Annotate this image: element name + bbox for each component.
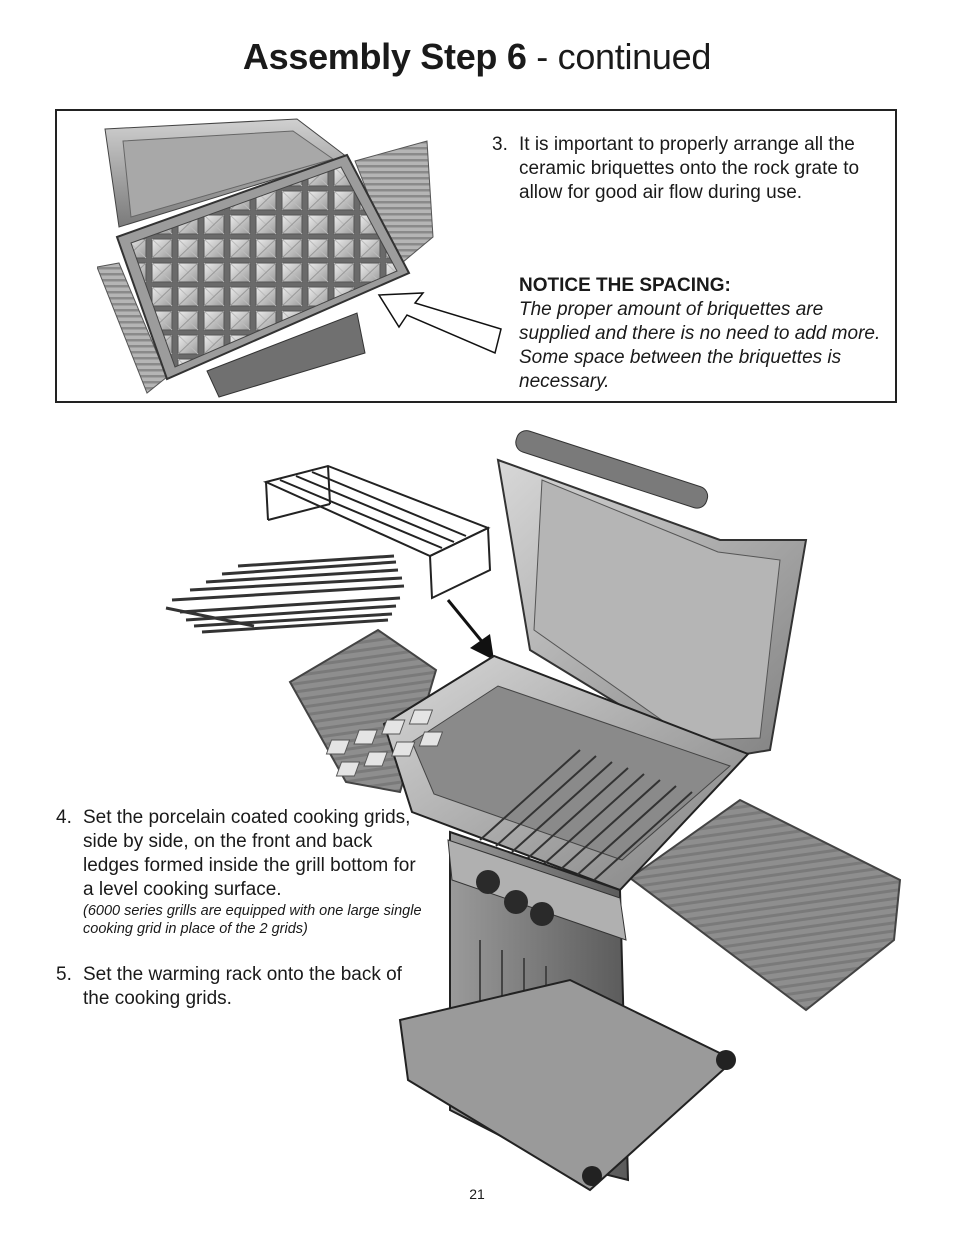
step3-number: 3. (492, 134, 508, 155)
step3-box: 3. It is important to properly arrange a… (55, 109, 897, 403)
page-title-rest: - continued (536, 36, 712, 77)
step3-instruction: It is important to properly arrange all … (519, 134, 860, 203)
notice-heading: NOTICE THE SPACING: (519, 275, 731, 296)
page-number: 21 (469, 1186, 485, 1202)
step5-instruction: Set the warming rack onto the back of th… (83, 964, 402, 1009)
page-title: Assembly Step 6 - continued (0, 36, 954, 78)
down-arrow-icon (446, 599, 494, 660)
step4: 4. Set the porcelain coated cooking grid… (56, 806, 426, 938)
grill-assembly-illustration (165, 430, 902, 1192)
steps-4-5: 4. Set the porcelain coated cooking grid… (56, 806, 426, 1011)
cooking-grid (165, 554, 405, 634)
notice-text: The proper amount of briquettes are supp… (519, 299, 881, 392)
page-title-bold: Assembly Step 6 (242, 36, 527, 77)
step3-text: 3. It is important to properly arrange a… (492, 133, 882, 205)
briquette-grate-illustration (97, 118, 502, 398)
step4-instruction: Set the porcelain coated cooking grids, … (83, 807, 416, 900)
warming-rack (262, 464, 492, 600)
step4-note: (6000 series grills are equipped with on… (83, 903, 422, 937)
step5: 5. Set the warming rack onto the back of… (56, 963, 426, 1011)
step5-number: 5. (56, 964, 72, 985)
step4-number: 4. (56, 807, 72, 828)
spacing-notice: NOTICE THE SPACING: The proper amount of… (519, 274, 889, 394)
